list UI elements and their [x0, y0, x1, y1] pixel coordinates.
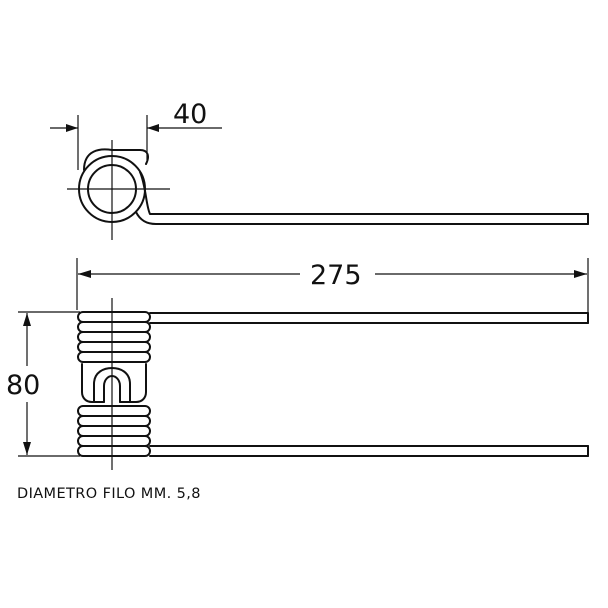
dim-275-arrowhead-left	[78, 270, 91, 278]
dim-coil-height: 80	[6, 370, 40, 401]
coil-hook	[83, 148, 149, 171]
dim-overall-length: 275	[310, 260, 362, 291]
tine-upper-edge	[139, 171, 589, 215]
coil-turn	[77, 341, 151, 353]
coil-turn	[77, 435, 151, 447]
side-view: 275 80	[6, 258, 589, 470]
dim-80-arrowhead-bottom	[23, 442, 31, 455]
dim-40-arrowhead-left	[66, 124, 78, 132]
lower-coil-turns	[77, 405, 151, 457]
dim-coil-width: 40	[173, 99, 207, 130]
upper-coil-turns	[77, 311, 151, 363]
dim-275-arrowhead-right	[574, 270, 587, 278]
coil-turn	[77, 331, 151, 343]
wire-diameter-note: DIAMETRO FILO MM. 5,8	[17, 486, 201, 502]
coil-turn	[77, 405, 151, 417]
coil-turn	[77, 351, 151, 363]
loop-left-outer	[81, 363, 105, 403]
loop-right-outer	[119, 363, 147, 403]
dim-80-arrowhead-top	[23, 313, 31, 326]
coil-turn	[77, 445, 151, 457]
coil-turn	[77, 321, 151, 333]
coil-turn	[77, 425, 151, 437]
coil-turn	[77, 311, 151, 323]
coil-inner-ring	[87, 164, 137, 214]
end-view: 40	[50, 99, 589, 240]
tine-lower-edge	[135, 211, 589, 225]
coil-turn	[77, 415, 151, 427]
dim-40-arrowhead-right	[147, 124, 159, 132]
